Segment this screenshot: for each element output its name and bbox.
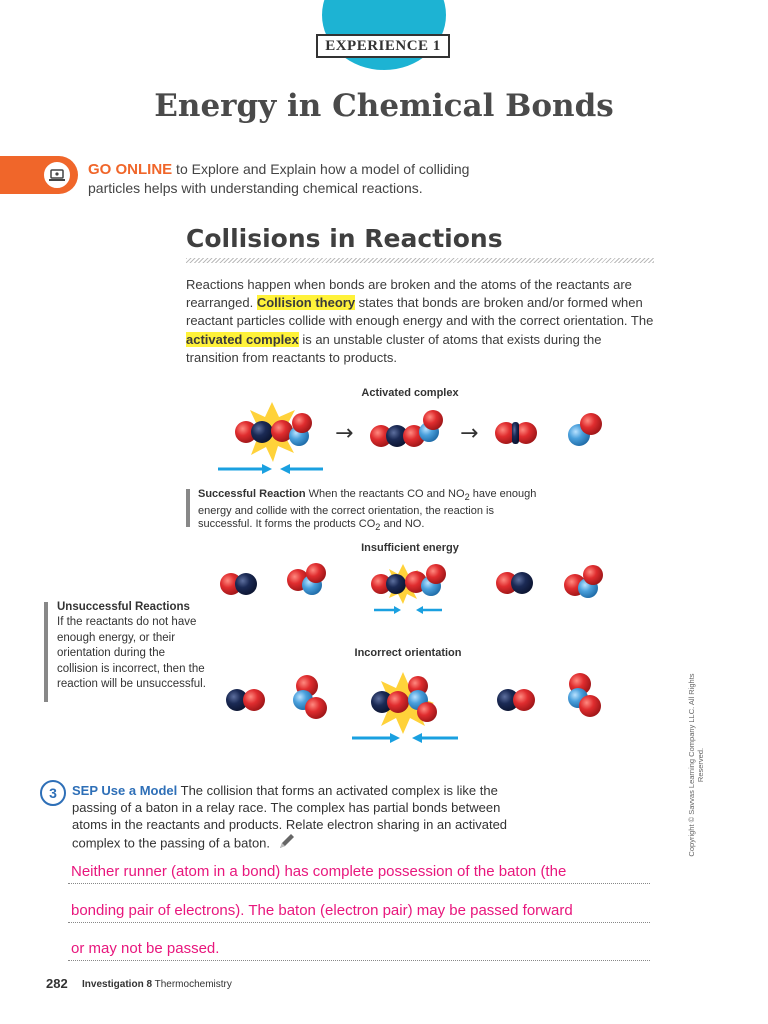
- successful-label: Successful Reaction: [198, 488, 306, 500]
- unsuccessful-reactions-text: Unsuccessful Reactions If the reactants d…: [57, 600, 207, 692]
- term-collision-theory: Collision theory: [256, 295, 356, 311]
- intro-text-3: is an unstable cluster of atoms that exi…: [186, 331, 602, 365]
- answer-dotted-line-1: [68, 883, 650, 884]
- go-online-text-2: particles helps with understanding chemi…: [88, 180, 423, 196]
- successful-text-a: When the reactants CO and NO: [305, 488, 465, 500]
- page-number: 282: [46, 976, 68, 991]
- misoriented-collision-molecules: [371, 676, 437, 722]
- reactant-co-molecule-2: [226, 689, 265, 711]
- unchanged-co-molecule: [496, 572, 533, 594]
- question-label: SEP Use a Model: [72, 783, 178, 798]
- successful-reaction-text: Successful Reaction When the reactants C…: [198, 488, 538, 535]
- section-title: Collisions in Reactions: [186, 224, 503, 253]
- experience-badge: EXPERIENCE 1: [316, 34, 450, 58]
- footer-label: Investigation 8 Thermochemistry: [82, 979, 232, 990]
- unchanged-no2-molecule-2: [568, 673, 601, 717]
- product-co2-molecule: [495, 422, 537, 444]
- successful-text-c: and NO.: [380, 518, 425, 531]
- answer-line-3[interactable]: or may not be passed.: [71, 940, 220, 957]
- unsuccessful-label: Unsuccessful Reactions: [57, 601, 190, 613]
- unsuccessful-body: If the reactants do not have enough ener…: [57, 616, 206, 691]
- answer-dotted-line-2: [68, 922, 650, 923]
- caption-incorrect-orientation: Incorrect orientation: [354, 647, 462, 659]
- product-no-molecule: [568, 413, 602, 446]
- intro-text-1: Reactions happen when bonds are broken a…: [186, 277, 632, 311]
- unchanged-no2-molecule: [564, 565, 603, 598]
- caption-insufficient-energy: Insufficient energy: [361, 542, 459, 554]
- successful-sub-a: 2: [464, 492, 470, 503]
- term-activated-complex: activated complex: [186, 331, 299, 347]
- answer-dotted-line-3: [68, 960, 650, 961]
- successful-bar: [186, 489, 190, 527]
- arrow-2: →: [460, 421, 478, 446]
- go-online-link[interactable]: GO ONLINE: [88, 161, 173, 178]
- unchanged-co-molecule-2: [497, 689, 535, 711]
- successful-text-b: have enough energy and collide with the …: [198, 488, 537, 531]
- colliding-reactants-molecule: [235, 413, 312, 446]
- go-online-text-1: to Explore and Explain how a model of co…: [172, 161, 470, 177]
- reactant-co-molecule: [220, 573, 257, 595]
- intro-text-2: states that bonds are broken and/or form…: [186, 295, 654, 329]
- caption-activated-complex: Activated complex: [361, 387, 459, 399]
- laptop-icon[interactable]: [42, 160, 72, 190]
- arrow-1: →: [335, 421, 353, 446]
- page-title: Energy in Chemical Bonds: [154, 88, 614, 124]
- pencil-icon[interactable]: [276, 833, 296, 855]
- activated-complex-molecule: [370, 410, 443, 447]
- copyright-notice: Copyright © Savvas Learning Company LLC.…: [687, 673, 705, 857]
- go-online-text: GO ONLINE to Explore and Explain how a m…: [88, 160, 508, 197]
- answer-line-2[interactable]: bonding pair of electrons). The baton (e…: [71, 902, 573, 919]
- section-rule: [186, 258, 654, 263]
- question-number: 3: [40, 780, 66, 806]
- insufficient-arrows: [374, 606, 442, 614]
- question-body: The collision that forms an activated co…: [72, 783, 508, 851]
- question-text: SEP Use a Model The collision that forms…: [72, 782, 522, 855]
- unsuccessful-bar: [44, 602, 48, 702]
- intro-paragraph: Reactions happen when bonds are broken a…: [186, 276, 656, 367]
- reactant-no2-molecule-2: [293, 675, 327, 719]
- insufficient-collision-molecules: [371, 564, 446, 596]
- footer-investigation: Investigation 8: [82, 979, 153, 990]
- successful-sub-b: 2: [375, 522, 381, 533]
- reactant-no2-molecule: [287, 563, 326, 595]
- footer-topic: Thermochemistry: [152, 979, 232, 990]
- collision-arrows: [218, 464, 323, 474]
- answer-line-1[interactable]: Neither runner (atom in a bond) has comp…: [71, 863, 567, 880]
- orientation-arrows: [352, 733, 458, 743]
